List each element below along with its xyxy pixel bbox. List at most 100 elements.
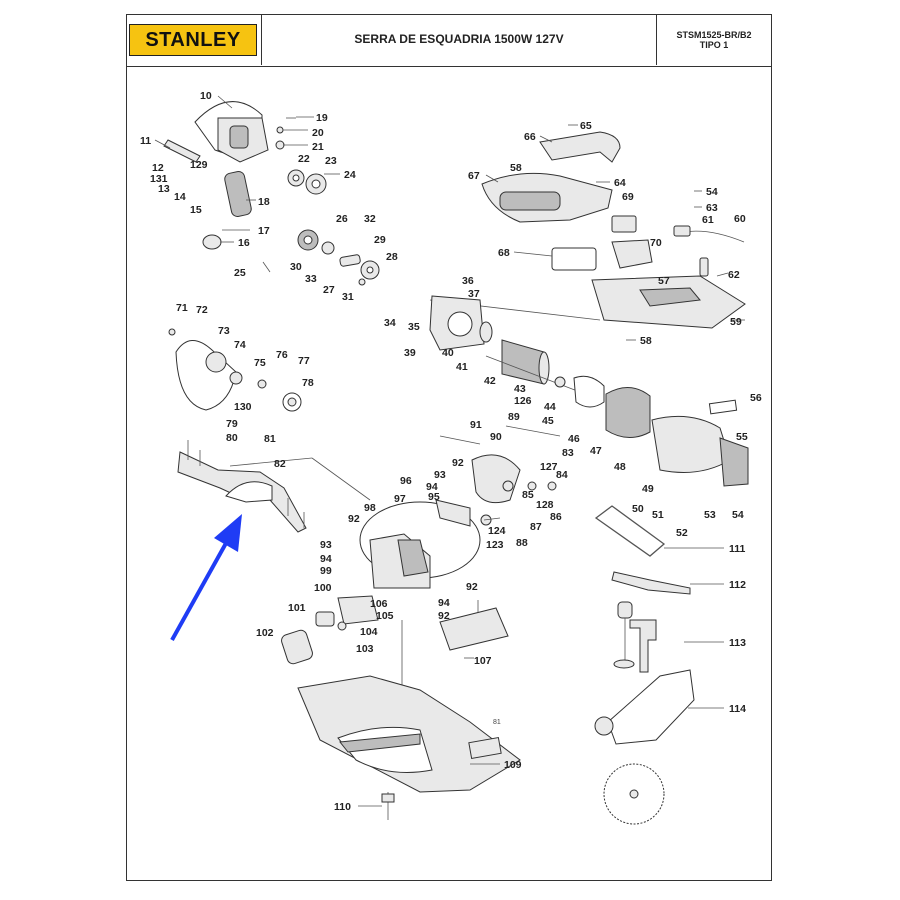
callout-78: 78 — [302, 377, 314, 389]
callout-84: 84 — [556, 469, 568, 481]
callout-labels: 10 19 20 21 11 22 23 24 12 129 131 13 14… — [140, 90, 762, 813]
callout-77: 77 — [298, 355, 310, 367]
callout-110: 110 — [334, 801, 351, 813]
callout-79: 79 — [226, 418, 238, 430]
callout-19: 19 — [316, 112, 328, 124]
callout-75: 75 — [254, 357, 266, 369]
callout-28: 28 — [386, 251, 398, 263]
callout-87: 87 — [530, 521, 542, 533]
callout-81: 81 — [264, 433, 276, 445]
callout-14: 14 — [174, 191, 186, 203]
fence-group — [177, 440, 371, 533]
callout-48: 48 — [614, 461, 626, 473]
callout-15: 15 — [190, 204, 202, 216]
callout-34: 34 — [384, 317, 396, 329]
callout-73: 73 — [218, 325, 230, 337]
callout-112: 112 — [729, 579, 746, 591]
callout-17: 17 — [258, 225, 270, 237]
callout-94a: 94 — [426, 481, 438, 493]
callout-29: 29 — [374, 234, 386, 246]
callout-10: 10 — [200, 90, 212, 102]
callout-30: 30 — [290, 261, 302, 273]
callout-111: 111 — [729, 543, 746, 555]
callout-85: 85 — [522, 489, 534, 501]
callout-47: 47 — [590, 445, 602, 457]
callout-67: 67 — [468, 170, 480, 182]
callout-33: 33 — [305, 273, 317, 285]
title-cell: SERRA DE ESQUADRIA 1500W 127V — [262, 15, 657, 65]
callout-62: 62 — [728, 269, 740, 281]
brand-name: STANLEY — [145, 29, 241, 51]
callout-94b: 94 — [320, 553, 332, 565]
callout-52: 52 — [676, 527, 688, 539]
callout-43: 43 — [514, 383, 526, 395]
callout-130: 130 — [234, 401, 252, 413]
callout-54a: 54 — [706, 186, 718, 198]
callout-114: 114 — [729, 703, 746, 715]
callout-106: 106 — [370, 598, 388, 610]
callout-27: 27 — [323, 284, 335, 296]
callout-81-small: 81 — [493, 719, 501, 726]
callout-18: 18 — [258, 196, 270, 208]
callout-128: 128 — [536, 499, 554, 511]
base-group — [281, 595, 521, 820]
model-cell: STSM1525-BR/B2 TIPO 1 — [657, 15, 771, 65]
parts-sheet: STANLEY SERRA DE ESQUADRIA 1500W 127V ST… — [126, 14, 772, 881]
callout-123: 123 — [486, 539, 504, 551]
callout-65: 65 — [580, 120, 592, 132]
callout-16: 16 — [238, 237, 250, 249]
callout-98: 98 — [364, 502, 376, 514]
callout-35: 35 — [408, 321, 420, 333]
callout-36: 36 — [462, 275, 474, 287]
callout-92c: 92 — [466, 581, 478, 593]
callout-93a: 93 — [434, 469, 446, 481]
callout-61: 61 — [702, 214, 714, 226]
callout-53: 53 — [704, 509, 716, 521]
callout-25: 25 — [234, 267, 246, 279]
lower-guard-group — [168, 328, 302, 412]
pointer-arrow — [170, 514, 242, 641]
callout-21: 21 — [312, 141, 324, 153]
callout-49: 49 — [642, 483, 654, 495]
callout-102: 102 — [256, 627, 274, 639]
callout-12: 12 — [152, 162, 164, 174]
handle-group — [481, 131, 746, 329]
callout-92a: 92 — [452, 457, 464, 469]
callout-113: 113 — [729, 637, 746, 649]
callout-96: 96 — [400, 475, 412, 487]
callout-31: 31 — [342, 291, 354, 303]
callout-90: 90 — [490, 431, 502, 443]
callout-69: 69 — [622, 191, 634, 203]
callout-92b: 92 — [348, 513, 360, 525]
callout-91: 91 — [470, 419, 482, 431]
callout-109: 109 — [504, 759, 522, 771]
callout-88: 88 — [516, 537, 528, 549]
callout-57: 57 — [658, 275, 670, 287]
callout-89: 89 — [508, 411, 520, 423]
callout-11: 11 — [140, 135, 151, 147]
callout-42: 42 — [484, 375, 496, 387]
callout-92d: 92 — [438, 610, 450, 622]
callout-51: 51 — [652, 509, 664, 521]
turntable-group — [359, 425, 561, 589]
callout-97: 97 — [394, 493, 406, 505]
callout-105: 105 — [376, 610, 394, 622]
callout-72: 72 — [196, 304, 208, 316]
title-block: STANLEY SERRA DE ESQUADRIA 1500W 127V ST… — [127, 15, 771, 67]
callout-22: 22 — [298, 153, 310, 165]
logo-cell: STANLEY — [127, 15, 262, 65]
callout-126: 126 — [514, 395, 532, 407]
upper-guard-group — [163, 101, 327, 273]
product-title: SERRA DE ESQUADRIA 1500W 127V — [354, 32, 564, 46]
callout-83: 83 — [562, 447, 574, 459]
callout-82: 82 — [274, 458, 286, 470]
callout-68: 68 — [498, 247, 510, 259]
callout-103: 103 — [356, 643, 374, 655]
callout-23: 23 — [325, 155, 337, 167]
callout-50: 50 — [632, 503, 644, 515]
callout-86: 86 — [550, 511, 562, 523]
callout-44: 44 — [544, 401, 556, 413]
callout-63: 63 — [706, 202, 718, 214]
callout-101: 101 — [288, 602, 306, 614]
